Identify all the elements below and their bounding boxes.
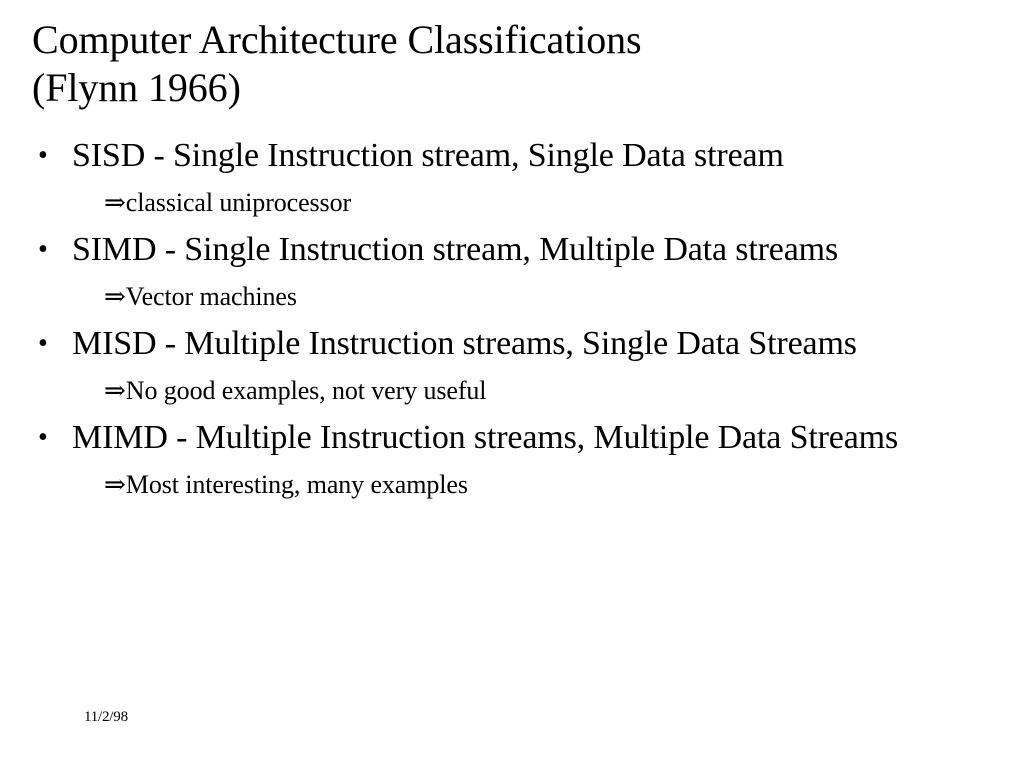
- list-item: • SIMD - Single Instruction stream, Mult…: [32, 225, 992, 319]
- bullet-dot-icon: •: [38, 422, 48, 453]
- double-arrow-icon: ⇒: [104, 470, 126, 499]
- bullet-dot-icon: •: [38, 328, 48, 359]
- subbullet-label-sisd: classical uniprocessor: [125, 188, 352, 217]
- list-item: • MISD - Multiple Instruction streams, S…: [32, 319, 992, 413]
- subbullet-label-misd: No good examples, not very useful: [125, 376, 487, 405]
- slide-footer-date: 11/2/98: [84, 709, 128, 725]
- bullet-row-mimd: • MIMD - Multiple Instruction streams, M…: [32, 413, 992, 463]
- subbullet-label-mimd: Most interesting, many examples: [125, 470, 468, 499]
- bullet-label-sisd: SISD - Single Instruction stream, Single…: [72, 137, 784, 174]
- bullet-row-misd: • MISD - Multiple Instruction streams, S…: [32, 319, 992, 369]
- bullet-dot-icon: •: [38, 140, 48, 171]
- subbullet-row-sisd: ⇒ classical uniprocessor: [32, 181, 992, 225]
- list-item: • MIMD - Multiple Instruction streams, M…: [32, 413, 992, 507]
- page-title: Computer Architecture Classifications (F…: [32, 17, 642, 110]
- bullet-label-simd: SIMD - Single Instruction stream, Multip…: [72, 231, 839, 268]
- bullet-label-misd: MISD - Multiple Instruction streams, Sin…: [72, 325, 857, 362]
- double-arrow-icon: ⇒: [104, 282, 126, 311]
- bullet-label-mimd: MIMD - Multiple Instruction streams, Mul…: [72, 419, 899, 456]
- bullet-row-sisd: • SISD - Single Instruction stream, Sing…: [32, 131, 992, 181]
- bullet-dot-icon: •: [38, 234, 48, 265]
- double-arrow-icon: ⇒: [104, 376, 126, 405]
- subbullet-row-mimd: ⇒ Most interesting, many examples: [32, 463, 992, 507]
- subbullet-row-simd: ⇒ Vector machines: [32, 275, 992, 319]
- list-item: • SISD - Single Instruction stream, Sing…: [32, 131, 992, 225]
- bullet-list: • SISD - Single Instruction stream, Sing…: [32, 131, 992, 507]
- bullet-row-simd: • SIMD - Single Instruction stream, Mult…: [32, 225, 992, 275]
- subbullet-label-simd: Vector machines: [125, 282, 297, 311]
- subbullet-row-misd: ⇒ No good examples, not very useful: [32, 369, 992, 413]
- double-arrow-icon: ⇒: [104, 188, 126, 217]
